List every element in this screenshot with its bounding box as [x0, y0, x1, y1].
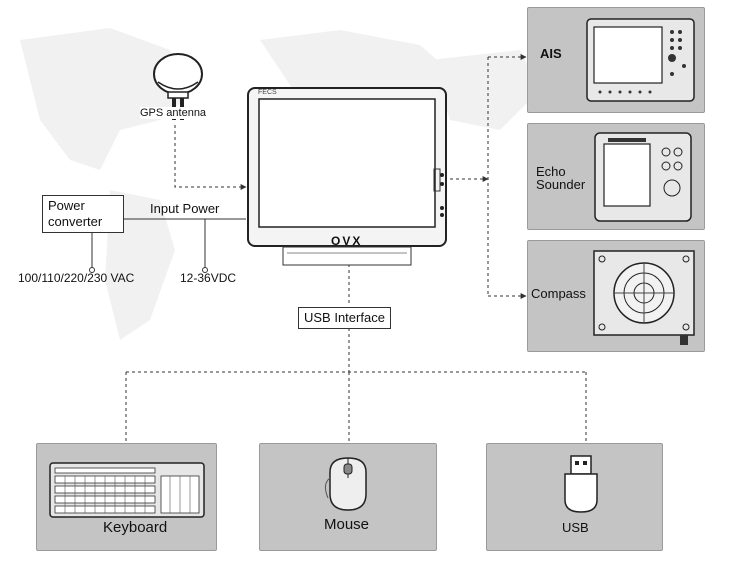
- mouse-icon: [324, 457, 367, 511]
- mouse-box: Mouse: [259, 443, 437, 551]
- monitor-logo: OVX: [331, 234, 363, 248]
- power-converter-box: Power converter: [42, 195, 124, 233]
- ac-voltage-label: 100/110/220/230 VAC: [18, 271, 135, 285]
- dc-voltage-label: 12-36VDC: [180, 271, 237, 285]
- compass-label: Compass: [531, 286, 586, 301]
- gps-link-line: [174, 125, 247, 190]
- ais-device-box: AIS: [527, 7, 705, 113]
- keyboard-label: Keyboard: [103, 519, 168, 536]
- usb-drive-icon: [564, 455, 598, 513]
- compass-box: Compass: [527, 240, 705, 352]
- usb-interface-box: USB Interface: [298, 307, 391, 329]
- power-converter-line2: converter: [48, 214, 103, 229]
- ais-label: AIS: [540, 46, 562, 61]
- usb-interface-label: USB Interface: [304, 310, 385, 325]
- monitor-icon: [247, 87, 447, 266]
- echo-sounder-icon: [594, 132, 692, 222]
- ais-display-icon: [586, 18, 695, 102]
- keyboard-icon: [49, 462, 205, 518]
- usb-label: USB: [562, 520, 589, 535]
- mouse-label: Mouse: [324, 516, 370, 533]
- gps-antenna-label: GPS antenna: [140, 107, 207, 119]
- keyboard-box: Keyboard: [36, 443, 217, 551]
- marine-monitor: [247, 87, 447, 266]
- usb-device-box: USB: [486, 443, 663, 551]
- monitor-brand-small: FECS: [258, 89, 277, 96]
- echo-sounder-label-2: Sounder: [536, 177, 586, 192]
- echo-sounder-label-1: Echo: [536, 164, 566, 179]
- power-converter-line1: Power: [48, 198, 85, 213]
- input-power-label: Input Power: [150, 201, 220, 216]
- compass-icon: [593, 250, 695, 345]
- echo-sounder-box: Echo Sounder: [527, 123, 705, 230]
